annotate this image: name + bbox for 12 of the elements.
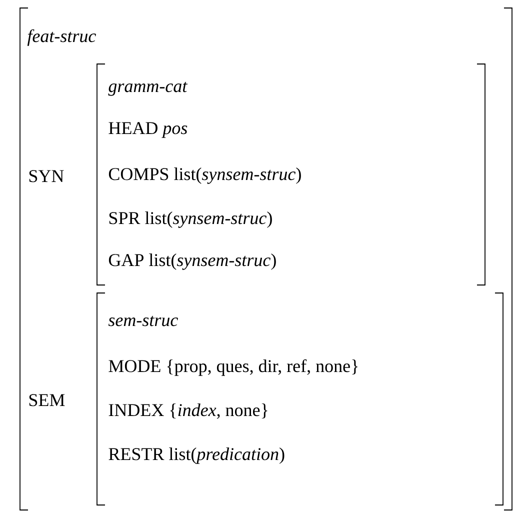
feature-name: SEM bbox=[29, 394, 65, 406]
type-name: sem-struc bbox=[108, 316, 178, 326]
feature-name: SYN bbox=[29, 170, 64, 182]
feature-row: HEAD pos bbox=[108, 122, 188, 138]
feature-row: SPR list(synsem-struc) bbox=[109, 212, 272, 228]
feature-row: MODE {prop, ques, dir, ref, none} bbox=[108, 359, 358, 376]
feature-row: INDEX {index, none} bbox=[108, 404, 268, 419]
feature-row: RESTR list(predication) bbox=[108, 448, 284, 464]
feature-row: COMPS list(synsem-struc) bbox=[108, 168, 301, 184]
feature-row: GAP list(synsem-struc) bbox=[108, 254, 276, 270]
type-name: gramm-cat bbox=[108, 82, 188, 96]
type-name: feat-struc bbox=[27, 29, 96, 46]
